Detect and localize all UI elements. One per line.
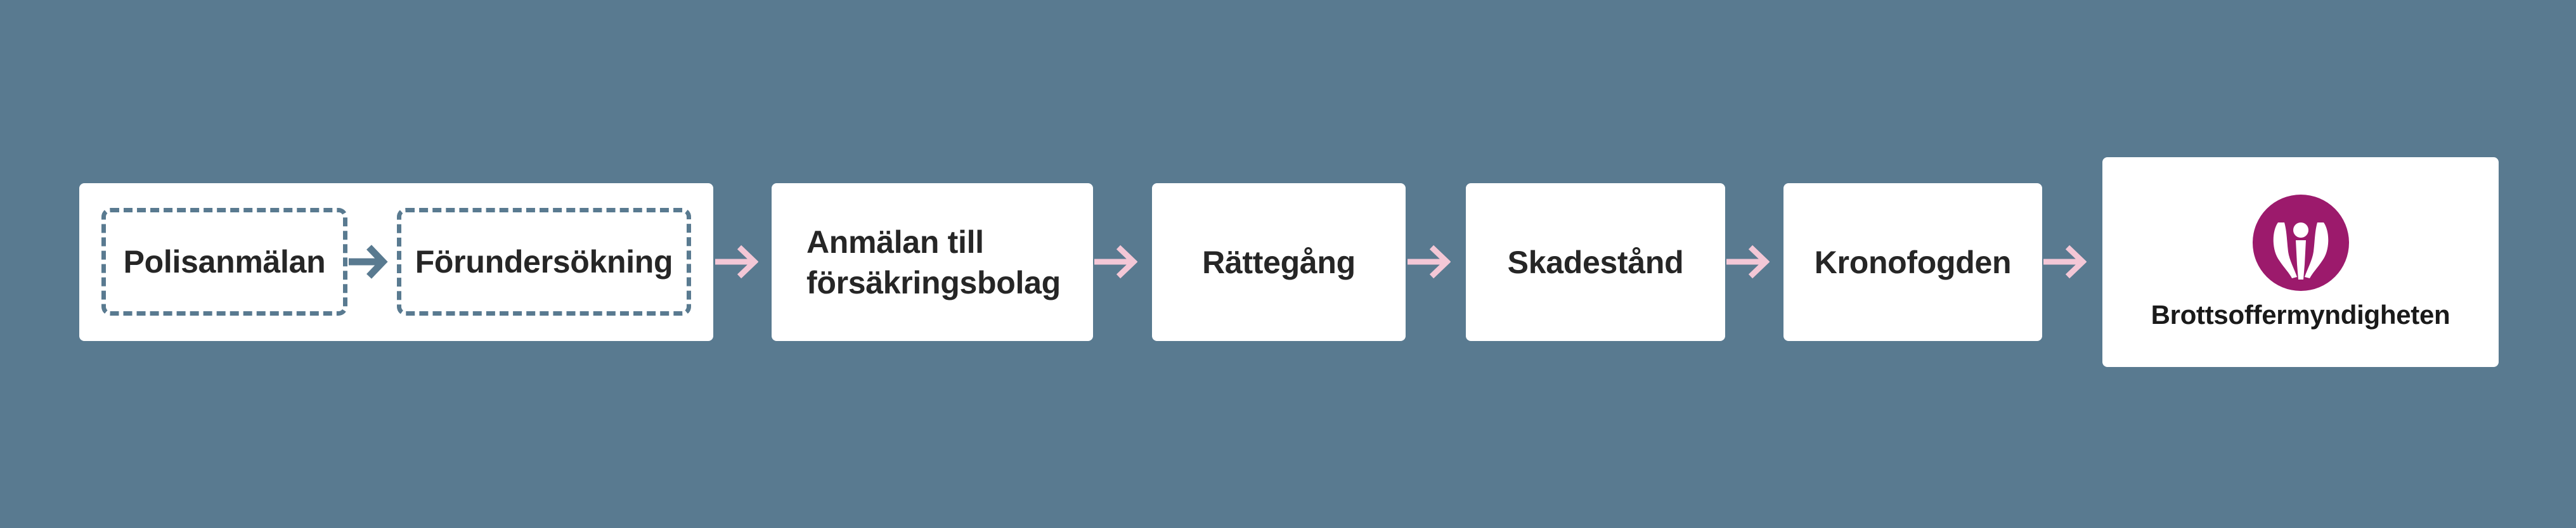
kronofogden-step: Kronofogden [1783,183,2042,341]
polisanmalan-label: Polisanmälan [123,244,326,280]
arrow-icon [2043,245,2087,279]
arrow-icon [1408,245,1451,279]
brottsoffermyndigheten-logo-icon [2252,195,2349,291]
arrow-icon [1726,245,1770,279]
arrow-icon [715,245,758,279]
polisanmalan-step: Polisanmälan [101,208,347,316]
rattegang-step: Rättegång [1152,183,1406,341]
skadestand-label: Skadestånd [1507,244,1684,280]
brottsoffermyndigheten-name: Brottsoffermyndigheten [2151,300,2450,330]
forundersokning-label: Förundersökning [415,244,673,280]
forundersokning-step: Förundersökning [397,208,691,316]
anmalan-label-line2: försäkringsbolag [806,264,1061,300]
arrow-icon [349,245,388,279]
skadestand-step: Skadestånd [1466,183,1725,341]
anmalan-forsakringsbolag-step: Anmälan till försäkringsbolag [772,183,1093,341]
anmalan-label: Anmälan till försäkringsbolag [806,222,1061,303]
kronofogden-label: Kronofogden [1814,244,2012,280]
rattegang-label: Rättegång [1202,244,1356,280]
brottsoffermyndigheten-box: Brottsoffermyndigheten [2102,157,2499,367]
arrow-icon [1094,245,1137,279]
anmalan-label-line1: Anmälan till [806,224,984,260]
